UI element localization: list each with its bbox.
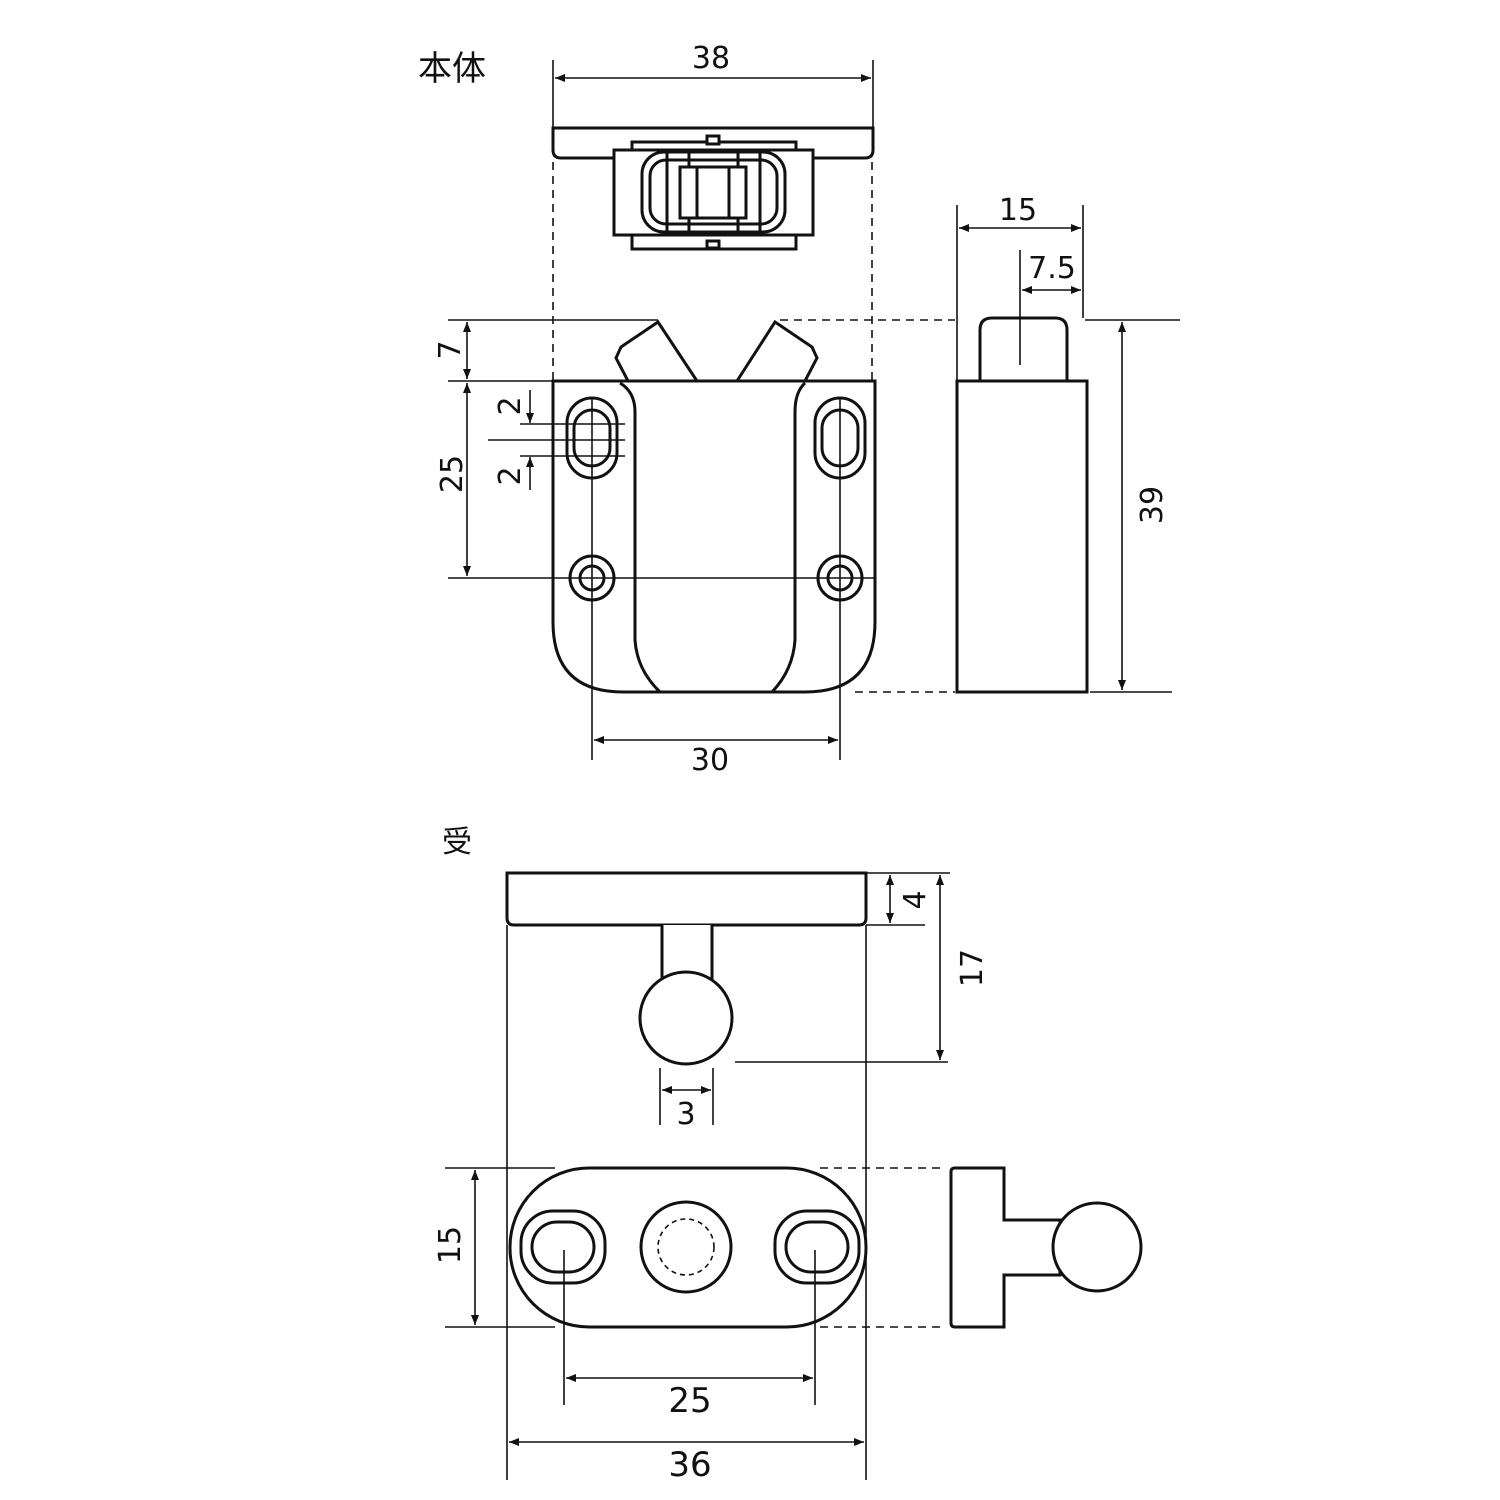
- svg-text:39: 39: [1135, 486, 1170, 524]
- svg-text:15: 15: [999, 193, 1037, 228]
- top-view: [551, 126, 875, 251]
- dim-25-catch: 25: [563, 1250, 816, 1421]
- svg-text:15: 15: [433, 1226, 468, 1264]
- dim-36: 36: [509, 1438, 864, 1485]
- svg-text:3: 3: [676, 1097, 695, 1132]
- dim-15-catch: 15: [433, 1167, 555, 1328]
- svg-text:2: 2: [493, 396, 528, 415]
- svg-text:30: 30: [691, 743, 729, 778]
- svg-text:25: 25: [668, 1381, 711, 1421]
- catch-top-view: [508, 1166, 868, 1329]
- side-view: [955, 250, 1089, 694]
- dim-15-side: 15 7.5: [956, 193, 1084, 380]
- dim-25: 25: [435, 383, 471, 576]
- dim-4: 4: [866, 872, 950, 926]
- svg-text:7: 7: [433, 340, 468, 359]
- svg-text:25: 25: [435, 455, 470, 493]
- dim-30: 30: [594, 736, 838, 778]
- catch-front-view: [505, 871, 868, 1066]
- svg-text:2: 2: [493, 466, 528, 485]
- main-unit-title: 本体: [418, 49, 486, 89]
- dim-39: 39: [1085, 319, 1180, 693]
- catch-title: 受: [442, 825, 472, 860]
- dim-3: 3: [659, 1068, 714, 1132]
- front-view: [448, 319, 877, 760]
- svg-text:38: 38: [692, 41, 730, 76]
- svg-text:17: 17: [955, 949, 990, 987]
- dim-width-38: 38: [552, 41, 874, 128]
- catch-side-view: [949, 1166, 1143, 1329]
- svg-text:36: 36: [668, 1445, 711, 1485]
- svg-text:7.5: 7.5: [1028, 251, 1076, 286]
- svg-text:4: 4: [898, 890, 933, 909]
- dim-17: 17: [735, 875, 990, 1063]
- dim-2-slot: 2 2: [488, 390, 625, 490]
- dim-7: 7: [433, 319, 658, 382]
